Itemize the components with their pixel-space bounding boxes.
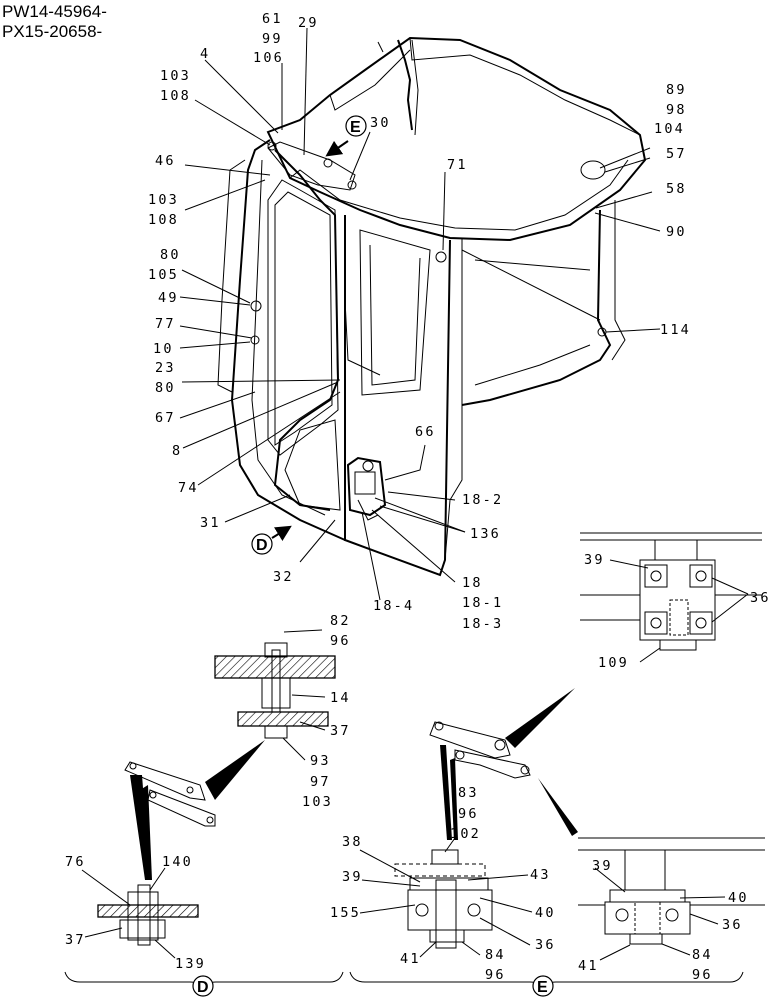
- callout: 99: [262, 31, 283, 47]
- grommet-71: [435, 251, 447, 263]
- bearing-detail-top-right: [580, 532, 762, 663]
- callout: 97: [310, 774, 331, 790]
- callout: 41: [400, 951, 421, 967]
- callout: 84: [692, 947, 713, 963]
- callout: 139: [175, 956, 206, 972]
- callout: 37: [330, 723, 351, 739]
- light-57: [580, 160, 606, 180]
- callout: 105: [148, 267, 179, 283]
- callout: 41: [578, 958, 599, 974]
- callout: 89: [666, 82, 687, 98]
- callout: 32: [273, 569, 294, 585]
- cab-structure: [217, 36, 647, 577]
- detail-e-assembly: [359, 688, 578, 958]
- callout: 66: [415, 424, 436, 440]
- clip-49: [250, 300, 262, 312]
- detail-d-assembly: [81, 740, 265, 959]
- callout: 103: [160, 68, 191, 84]
- callout: 4: [200, 46, 210, 62]
- view-marker-e-top: E: [350, 119, 361, 136]
- callout: 96: [692, 967, 713, 983]
- detail-brackets: D E: [64, 971, 744, 997]
- callout: 39: [342, 869, 363, 885]
- roof-cable: [377, 39, 419, 136]
- callout: 108: [160, 88, 191, 104]
- callout: 96: [330, 633, 351, 649]
- callout: 49: [158, 290, 179, 306]
- callout: 29: [298, 15, 319, 31]
- callout: 114: [660, 322, 691, 338]
- callout: 40: [728, 890, 749, 906]
- callout: 46: [155, 153, 176, 169]
- callout: 90: [666, 224, 687, 240]
- callout: 140: [162, 854, 193, 870]
- callout: 36: [750, 590, 771, 606]
- callout: 58: [666, 181, 687, 197]
- callout: 36: [722, 917, 743, 933]
- callout: 23: [155, 360, 176, 376]
- view-marker-d-bottom: D: [197, 979, 209, 996]
- callout: 96: [485, 967, 506, 983]
- callout: 8: [172, 443, 182, 459]
- callout: 30: [370, 115, 391, 131]
- callout-labels: 61 99 106 29 4 103 108 30 46 103 108 71 …: [65, 11, 771, 983]
- callout: 103: [302, 794, 333, 810]
- callout: 82: [330, 613, 351, 629]
- callout: 18-1: [462, 595, 503, 611]
- callout: 76: [65, 854, 86, 870]
- callout: 40: [535, 905, 556, 921]
- callout: 96: [458, 806, 479, 822]
- top-link-bracket: [267, 141, 357, 191]
- callout: 37: [65, 932, 86, 948]
- callout: 74: [178, 480, 199, 496]
- callout: 36: [535, 937, 556, 953]
- callout: 18-4: [373, 598, 414, 614]
- callout: 80: [160, 247, 181, 263]
- callout: 93: [310, 753, 331, 769]
- callout: 108: [148, 212, 179, 228]
- callout: 14: [330, 690, 351, 706]
- callout: 39: [584, 552, 605, 568]
- callout: 18-2: [462, 492, 503, 508]
- callout: 39: [592, 858, 613, 874]
- callout: 61: [262, 11, 283, 27]
- bearing-detail-bottom-right: [578, 837, 765, 961]
- switch-box: [346, 444, 426, 521]
- view-marker-e-bottom: E: [537, 979, 548, 996]
- part-number-2: PX15-20658-: [2, 22, 103, 41]
- view-marker-d-side: D: [256, 537, 268, 554]
- callout: 71: [447, 157, 468, 173]
- callout: 102: [450, 826, 481, 842]
- callout: 18-3: [462, 616, 503, 632]
- callout: 103: [148, 192, 179, 208]
- callout: 57: [666, 146, 687, 162]
- callout: 83: [458, 785, 479, 801]
- part-number-1: PW14-45964-: [2, 2, 107, 21]
- callout: 31: [200, 515, 221, 531]
- callout: 84: [485, 947, 506, 963]
- clip-10: [250, 335, 260, 345]
- callout: 136: [470, 526, 501, 542]
- callout: 67: [155, 410, 176, 426]
- callout: 109: [598, 655, 629, 671]
- callout: 38: [342, 834, 363, 850]
- callout: 43: [530, 867, 551, 883]
- callout: 10: [153, 341, 174, 357]
- callout: 18: [462, 575, 483, 591]
- callout: 155: [330, 905, 361, 921]
- callout: 104: [654, 121, 685, 137]
- cab-leaders: [179, 27, 661, 601]
- callout: 80: [155, 380, 176, 396]
- callout: 98: [666, 102, 687, 118]
- bolt-detail-middle: [214, 629, 336, 761]
- callout: 106: [253, 50, 284, 66]
- view-arrow-e: E: [325, 115, 367, 157]
- callout: 77: [155, 316, 176, 332]
- view-arrow-d: D: [251, 525, 292, 555]
